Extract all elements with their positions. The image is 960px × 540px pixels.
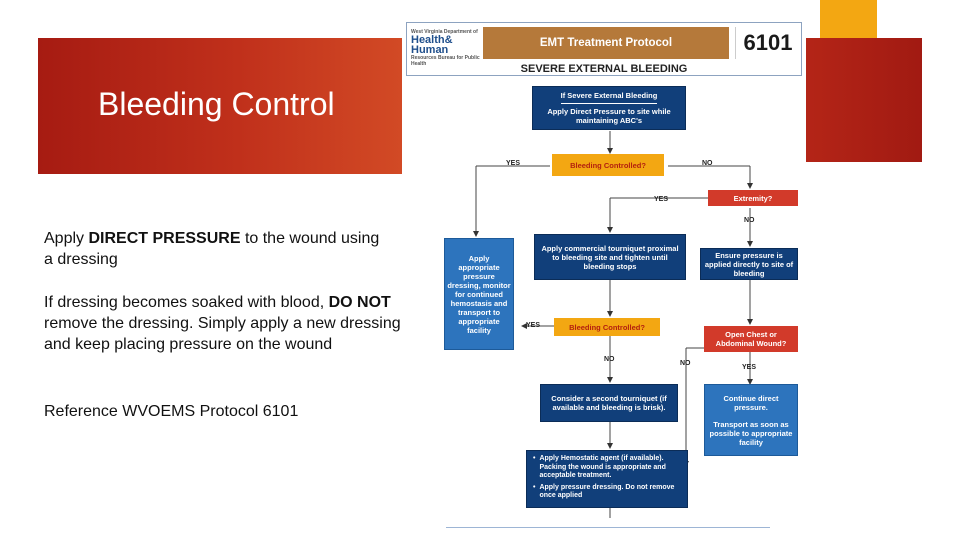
flow-text: Apply Hemostatic agent (if available). P…: [539, 455, 666, 479]
flow-label-no: NO: [744, 217, 755, 224]
flow-hemostatic: •Apply Hemostatic agent (if available). …: [526, 450, 688, 508]
right-band: [806, 38, 922, 162]
paragraph-do-not-remove: If dressing becomes soaked with blood, D…: [44, 292, 404, 355]
logo-text: Resources Bureau for Public Health: [411, 55, 480, 67]
flow-text: Apply Direct Pressure to site while main…: [547, 107, 671, 125]
flow-label-yes: YES: [506, 160, 521, 167]
flow-start-box: If Severe External Bleeding Apply Direct…: [532, 86, 686, 130]
flow-text: Transport as soon as possible to appropr…: [709, 419, 793, 447]
flow-label-yes: YES: [526, 322, 541, 329]
bullet-icon: •: [533, 483, 536, 491]
flow-text: Continue direct pressure.: [723, 393, 779, 412]
bold-run: DIRECT PRESSURE: [88, 230, 241, 247]
logo-text: Health: [411, 34, 445, 46]
flow-label-yes: YES: [654, 196, 669, 203]
paragraph-direct-pressure: Apply DIRECT PRESSURE to the wound using…: [44, 228, 384, 270]
logo-text: &: [444, 34, 453, 46]
flow-apply-pressure: Apply appropriate pressure dressing, mon…: [444, 238, 514, 350]
title-band: [38, 38, 402, 174]
slide-title: Bleeding Control: [98, 86, 335, 122]
flow-label-no: NO: [680, 360, 691, 367]
flow-controlled-1: Bleeding Controlled?: [552, 154, 664, 176]
protocol-subtitle: SEVERE EXTERNAL BLEEDING: [520, 63, 688, 75]
protocol-number: 6101: [735, 27, 800, 59]
text-run: remove the dressing. Simply apply a new …: [44, 315, 401, 353]
flow-text: Apply pressure dressing. Do not remove o…: [539, 483, 675, 500]
flow-label-no: NO: [702, 160, 713, 167]
protocol-header: West Virginia Department of Health& Huma…: [406, 22, 802, 76]
protocol-title: EMT Treatment Protocol: [483, 27, 729, 59]
text-run: to the wound using a dressing: [44, 230, 380, 268]
protocol-flowchart: West Virginia Department of Health& Huma…: [404, 18, 804, 532]
flow-controlled-2: Bleeding Controlled?: [554, 318, 660, 336]
flow-label-no: NO: [604, 356, 615, 363]
bottom-divider: [446, 527, 770, 528]
flow-text: If Severe External Bleeding: [560, 91, 658, 104]
flow-ensure-pressure: Ensure pressure is applied directly to s…: [700, 248, 798, 280]
text-run: If dressing becomes soaked with blood,: [44, 294, 329, 311]
flow-extremity: Extremity?: [708, 190, 798, 206]
logo-text: Human: [411, 44, 449, 56]
flow-connectors: [473, 131, 753, 518]
flow-label-yes: YES: [742, 364, 757, 371]
flow-continue-pressure: Continue direct pressure. Transport as s…: [704, 384, 798, 456]
paragraph-reference: Reference WVOEMS Protocol 6101: [44, 403, 299, 420]
bullet-icon: •: [533, 455, 536, 462]
logo-text: West Virginia Department of: [411, 29, 478, 35]
flow-tourniquet: Apply commercial tourniquet proximal to …: [534, 234, 686, 280]
wv-health-logo: West Virginia Department of Health& Huma…: [411, 29, 481, 67]
flow-second-tourniquet: Consider a second tourniquet (if availab…: [540, 384, 678, 422]
bold-run: DO NOT: [328, 294, 391, 311]
flow-open-chest: Open Chest or Abdominal Wound?: [704, 326, 798, 352]
text-run: Apply: [44, 230, 89, 247]
